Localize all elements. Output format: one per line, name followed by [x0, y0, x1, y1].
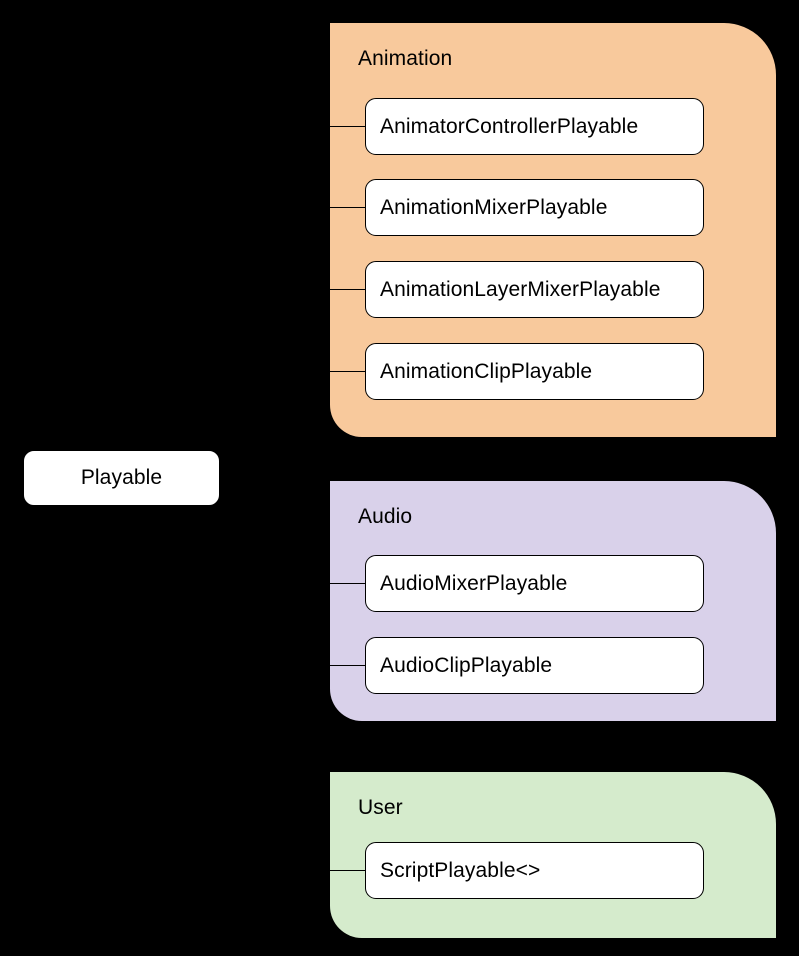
connector-line	[330, 870, 366, 871]
node-audiomixerplayable[interactable]: AudioMixerPlayable	[365, 555, 704, 612]
group-title: Audio	[358, 505, 413, 528]
node-animationlayermixerplayable[interactable]: AnimationLayerMixerPlayable	[365, 261, 704, 318]
node-animationmixerplayable[interactable]: AnimationMixerPlayable	[365, 179, 704, 236]
connector-line	[330, 126, 366, 127]
node-label: Playable	[80, 466, 163, 489]
node-label: AnimationMixerPlayable	[380, 195, 608, 219]
node-playable[interactable]: Playable	[23, 450, 220, 506]
node-label: AnimationClipPlayable	[380, 359, 593, 383]
connector-line	[330, 289, 366, 290]
connector-line	[330, 665, 366, 666]
group-title: Animation	[358, 47, 453, 70]
connector-line	[330, 207, 366, 208]
node-label: AnimatorControllerPlayable	[380, 114, 639, 138]
group-title: User	[358, 796, 403, 819]
node-animationclipplayable[interactable]: AnimationClipPlayable	[365, 343, 704, 400]
node-label: AnimationLayerMixerPlayable	[380, 277, 661, 301]
node-audioclipplayable[interactable]: AudioClipPlayable	[365, 637, 704, 694]
node-label: AudioMixerPlayable	[380, 571, 568, 595]
node-label: AudioClipPlayable	[380, 653, 553, 677]
connector-line	[330, 371, 366, 372]
node-label: ScriptPlayable<>	[380, 858, 541, 882]
node-animatorcontrollerplayable[interactable]: AnimatorControllerPlayable	[365, 98, 704, 155]
connector-line	[330, 583, 366, 584]
node-scriptplayable[interactable]: ScriptPlayable<>	[365, 842, 704, 899]
